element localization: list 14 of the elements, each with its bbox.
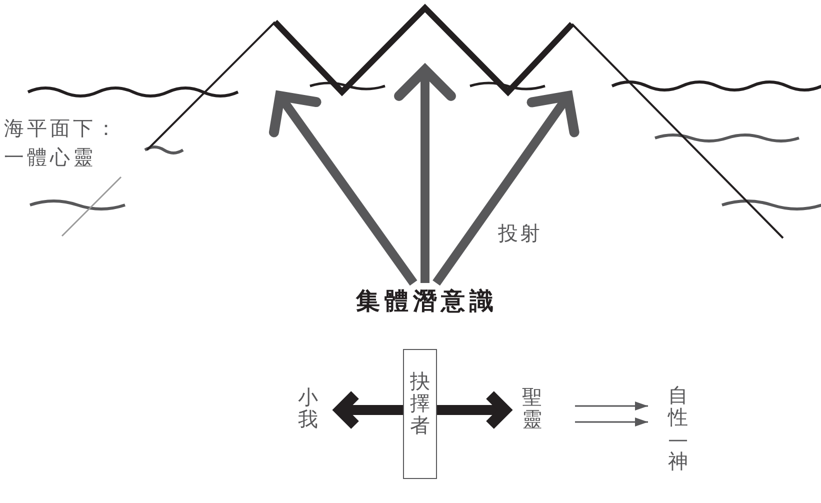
arrow <box>437 390 510 430</box>
node-label: 聖靈 <box>505 386 575 442</box>
arrow <box>575 418 648 426</box>
arrow <box>268 91 418 286</box>
text-label: 投射 <box>498 220 542 247</box>
node-label: 小我 <box>294 386 340 442</box>
text-label: 海平面下：一體心靈 <box>4 115 120 171</box>
process-box: 抉擇者 <box>403 349 437 479</box>
arrow <box>432 91 580 286</box>
node-label: 自性—神 <box>648 384 694 496</box>
heading-label: 集體潛意識 <box>322 283 528 315</box>
arrow <box>394 65 456 283</box>
arrow <box>575 402 648 410</box>
arrow <box>334 390 403 430</box>
